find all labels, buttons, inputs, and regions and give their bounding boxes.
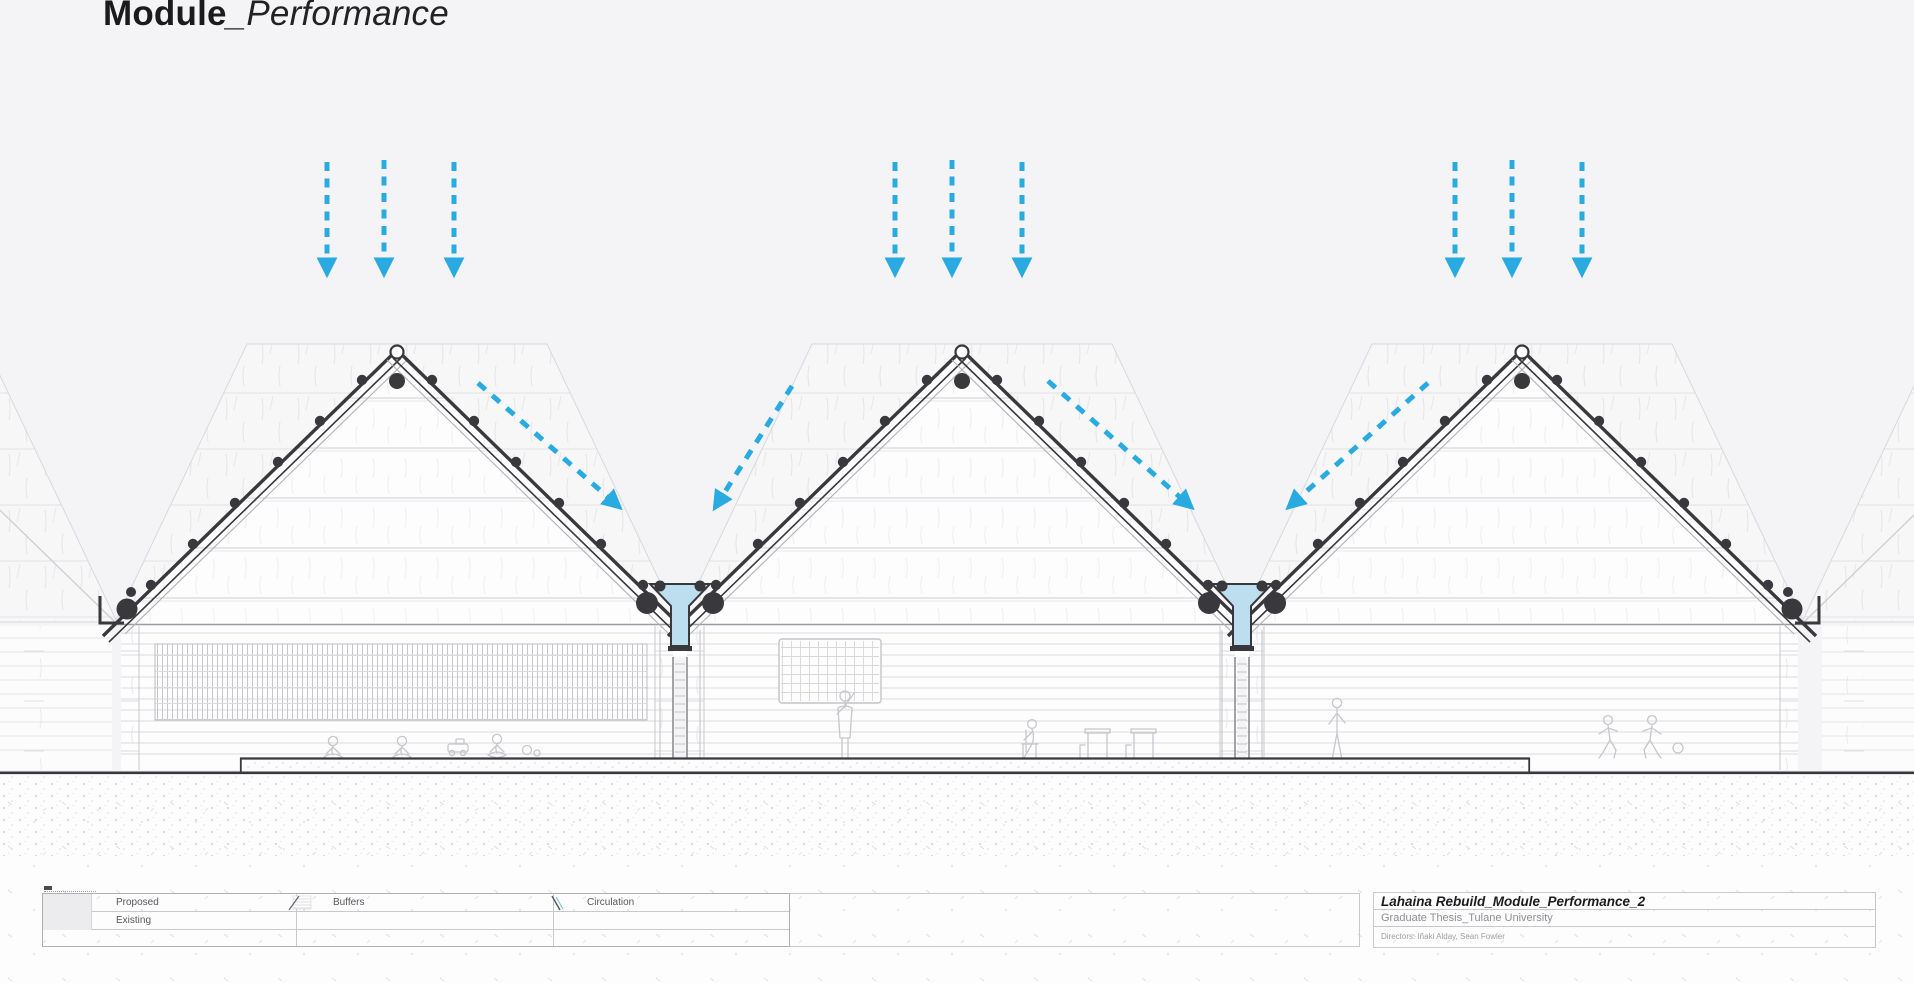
program-line: Graduate Thesis_Tulane University bbox=[1374, 910, 1875, 927]
earth-hatch bbox=[0, 774, 1914, 856]
legend-col-2 bbox=[296, 894, 554, 946]
page-title-italic: _Performance bbox=[226, 0, 449, 33]
buffers-swatch-icon bbox=[287, 895, 313, 916]
louver-screen bbox=[154, 643, 648, 721]
legend-label-buffers: Buffers bbox=[333, 897, 365, 908]
legend-spacer-cell bbox=[790, 893, 1360, 947]
slab bbox=[239, 757, 1531, 772]
project-title: Lahaina Rebuild_Module_Performance_2 bbox=[1374, 893, 1875, 910]
legend-label-circulation: Circulation bbox=[587, 897, 635, 908]
page-title: Module_Performance bbox=[103, 0, 449, 34]
background-roof-far-right bbox=[1801, 384, 1914, 770]
background-roof-far-left bbox=[0, 374, 118, 770]
legend-table: Proposed Existing Buffers Circulation bbox=[42, 893, 790, 947]
legend-row-2 bbox=[43, 912, 789, 930]
directors-line: Directors: Iñaki Alday, Sean Fowler bbox=[1381, 932, 1505, 941]
circulation-swatch-icon bbox=[544, 895, 570, 916]
legend-row-1 bbox=[43, 894, 789, 912]
legend-label-existing: Existing bbox=[116, 915, 152, 926]
page-title-bold: Module bbox=[103, 0, 227, 33]
runoff-arrow-module2-right bbox=[1046, 379, 1195, 511]
runoff-arrow-module2-left bbox=[712, 384, 795, 512]
runoff-arrow-module1-right bbox=[476, 381, 623, 511]
figures-module-1 bbox=[323, 733, 541, 761]
legend-col-1 bbox=[43, 894, 297, 946]
title-block: Lahaina Rebuild_Module_Performance_2 Gra… bbox=[1373, 892, 1876, 948]
legend-label-proposed: Proposed bbox=[116, 897, 159, 908]
key-mark bbox=[44, 885, 96, 892]
whiteboard bbox=[778, 638, 882, 704]
runoff-arrow-module3-left bbox=[1285, 381, 1430, 511]
figures-module-3 bbox=[1328, 697, 1684, 761]
proposed-existing-swatch bbox=[43, 894, 92, 930]
